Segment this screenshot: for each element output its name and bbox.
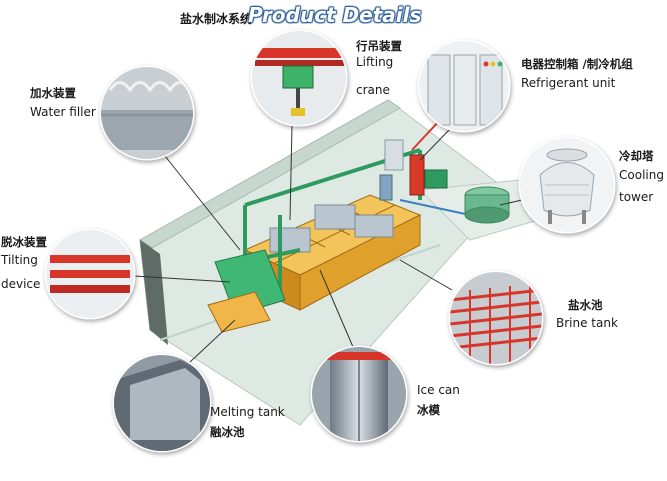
leader-icecan [319, 269, 354, 348]
label-lifting-crane-en-2: crane [356, 83, 390, 97]
refrigerant-pipe-2 [399, 199, 471, 216]
title-english: Product Details [248, 3, 422, 27]
label-refrigerant-unit: 电器控制箱 /制冷机组 Refrigerant unit [521, 56, 633, 91]
water-filler-photo [99, 65, 195, 161]
ice-can-photo [310, 345, 408, 443]
label-tilting-device: 脱冰装置 Tilting device [1, 234, 47, 292]
label-water-filler: 加水装置 Water filler [30, 85, 96, 120]
label-ice-can-en: Ice can [417, 383, 460, 397]
leader-melt [189, 319, 236, 363]
leader-water [164, 155, 241, 251]
label-cooling-tower: 冷却塔 Cooling tower [619, 148, 664, 205]
leader-refrig [419, 128, 451, 161]
leader-tower [499, 199, 523, 206]
brine-tank-equipment [243, 194, 422, 311]
label-refrigerant-unit-cn: 电器控制箱 /制冷机组 [521, 57, 633, 71]
receiver-tank [379, 174, 393, 201]
melting-tank-photo [112, 353, 212, 453]
ice-can-row-1 [269, 227, 311, 253]
label-water-filler-en: Water filler [30, 105, 96, 119]
refrigerant-unit-photo [417, 39, 511, 133]
refrigeration-equipment [379, 119, 471, 216]
ice-can-row-3 [354, 214, 394, 238]
label-refrigerant-unit-en: Refrigerant unit [521, 76, 616, 90]
label-tilting-device-en-2: device [1, 277, 41, 291]
condenser-unit [424, 169, 448, 189]
crane-photo [250, 29, 348, 127]
label-melting-tank-en: Melting tank [210, 405, 285, 419]
label-tilting-device-cn: 脱冰装置 [1, 235, 47, 249]
label-ice-can-cn: 冰模 [417, 403, 440, 417]
leader-crane [289, 124, 293, 221]
left-wall-panel [140, 240, 168, 345]
leader-tilt [133, 275, 231, 283]
compressor-red [409, 154, 425, 196]
leader-lines [133, 124, 523, 363]
label-cooling-tower-en-1: Cooling [619, 168, 664, 182]
label-ice-can: Ice can 冰模 [417, 382, 460, 418]
label-lifting-crane: 行吊装置 Lifting crane [356, 38, 402, 98]
label-brine-tank-cn: 盐水池 [568, 298, 603, 312]
label-cooling-tower-en-2: tower [619, 190, 654, 204]
ice-can-row-2 [314, 204, 356, 230]
label-brine-tank-en: Brine tank [556, 316, 618, 330]
title-chinese: 盐水制冰系统 [180, 12, 253, 26]
brine-tank-photo [448, 270, 544, 366]
tilting-device-photo [44, 228, 136, 320]
cooling-tower-photo [518, 136, 616, 234]
tilting-station [207, 249, 286, 333]
melting-rack [207, 291, 271, 333]
cooling-tower-equipment [464, 186, 510, 224]
label-water-filler-cn: 加水装置 [30, 86, 76, 100]
label-melting-tank: Melting tank 融冰池 [210, 404, 285, 440]
electric-cabinet [384, 139, 404, 171]
label-tilting-device-en-1: Tilting [1, 253, 38, 267]
label-melting-tank-cn: 融冰池 [210, 425, 245, 439]
refrigerant-pipe-1 [411, 119, 441, 151]
label-cooling-tower-cn: 冷却塔 [619, 149, 654, 163]
label-lifting-crane-cn: 行吊装置 [356, 39, 402, 53]
label-brine-tank: 盐水池 Brine tank [556, 297, 618, 331]
leader-brine [399, 259, 453, 291]
label-lifting-crane-en-1: Lifting [356, 55, 394, 69]
